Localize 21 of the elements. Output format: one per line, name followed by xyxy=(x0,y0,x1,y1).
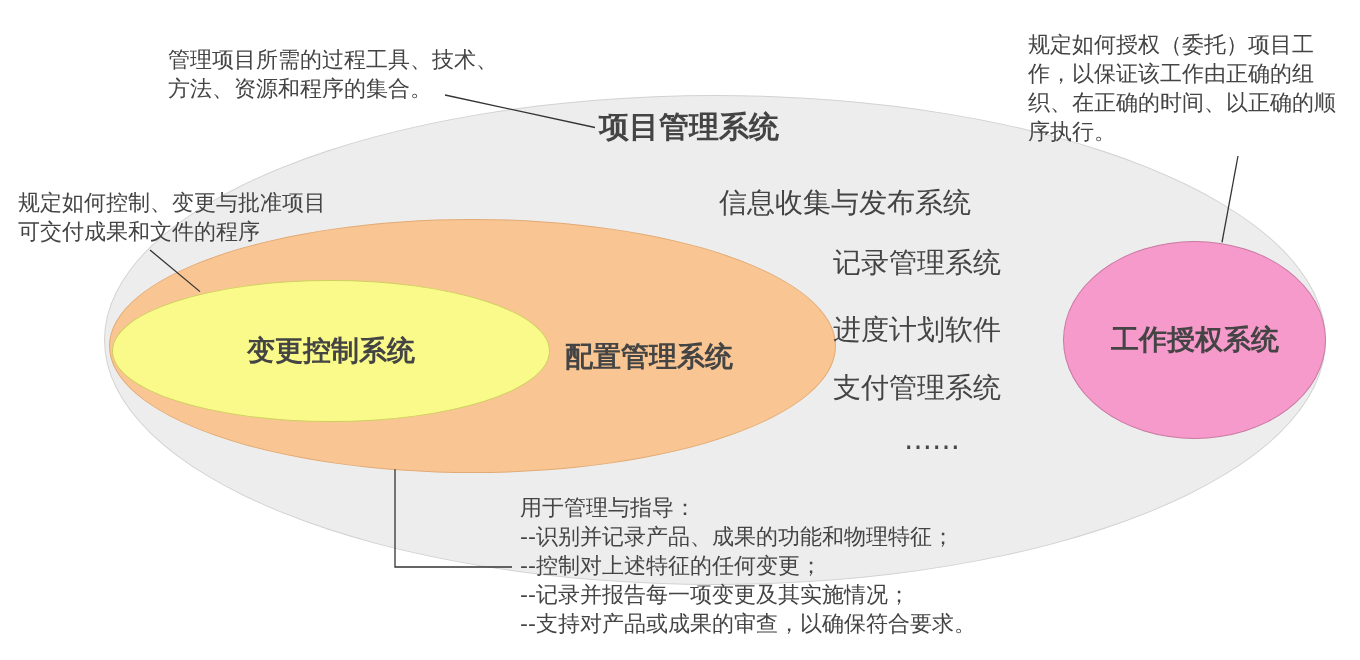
leader-line xyxy=(444,94,596,129)
annotation-heading: 用于管理与指导： xyxy=(520,494,697,522)
system-label: 变更控制系统 xyxy=(247,333,415,369)
leader-line xyxy=(1221,155,1239,243)
system-label: 配置管理系统 xyxy=(565,339,733,375)
annotation-list-item: --控制对上述特征的任何变更； xyxy=(520,552,823,580)
list-item: 支付管理系统 xyxy=(833,370,1001,406)
annotation-text: 规定如何授权（委托）项目工作，以保证该工作由正确的组织、在正确的时间、以正确的顺序执行。 xyxy=(1028,30,1348,146)
list-item: …… xyxy=(904,423,960,456)
annotation-list-item: --记录并报告每一项变更及其实施情况； xyxy=(520,581,911,609)
annotation-text: 管理项目所需的过程工具、技术、方法、资源和程序的集合。 xyxy=(168,45,513,103)
annotation-list-item: --支持对产品或成果的审查，以确保符合要求。 xyxy=(520,610,977,638)
list-item: 记录管理系统 xyxy=(833,245,1001,281)
leader-line xyxy=(149,249,201,293)
list-item: 信息收集与发布系统 xyxy=(719,185,971,221)
system-label: 工作授权系统 xyxy=(1110,322,1279,358)
annotation-list-item: --识别并记录产品、成果的功能和物理特征； xyxy=(520,523,955,551)
leader-line xyxy=(394,468,513,568)
system-label: 项目管理系统 xyxy=(599,108,779,146)
list-item: 进度计划软件 xyxy=(833,312,1001,348)
annotation-text: 规定如何控制、变更与批准项目可交付成果和文件的程序 xyxy=(18,188,338,246)
